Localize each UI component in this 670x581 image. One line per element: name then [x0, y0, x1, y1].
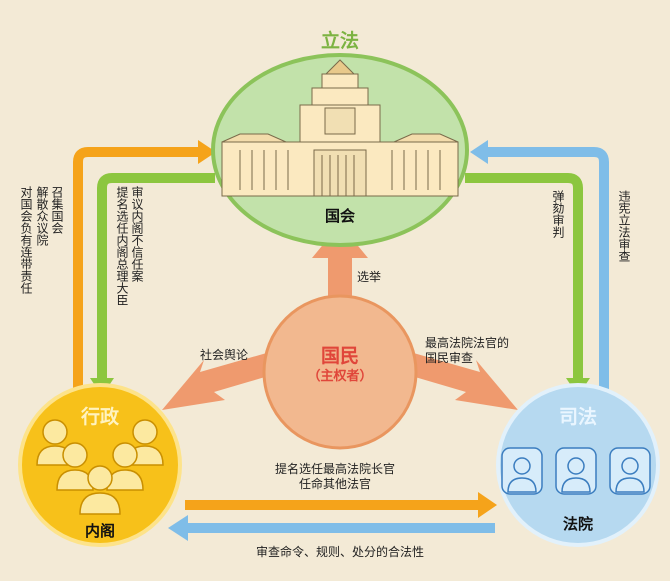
arrow-diet-to-court: [465, 173, 583, 380]
label-diet-to-cabinet-1: 审议内阁不信任案: [130, 186, 144, 282]
label-cabinet-to-court-1: 提名选任最高法院长官: [274, 462, 395, 476]
people-subtitle: （主权者）: [307, 369, 373, 384]
arrow-cabinet-to-diet: [73, 147, 200, 395]
label-people-to-cabinet: 社会舆论: [200, 348, 249, 362]
legislature-title: 立法: [320, 30, 359, 52]
label-diet-to-cabinet-2: 提名选任内阁总理大臣: [115, 186, 129, 306]
label-diet-to-court: 弹劾审判: [551, 190, 565, 238]
label-court-to-cabinet: 审查命令、规则、处分的合法性: [255, 545, 424, 559]
arrow-people-to-cabinet: [162, 352, 282, 410]
people-title: 国民: [320, 345, 359, 367]
executive-body: 内阁: [84, 522, 115, 540]
arrow-court-to-diet: [486, 147, 609, 395]
diet-building-icon: [221, 59, 459, 197]
judiciary-title: 司法: [558, 406, 597, 428]
label-cabinet-to-diet-1: 召集国会: [50, 186, 64, 234]
label-people-to-diet: 选举: [357, 270, 382, 284]
diet-building-windows: [239, 150, 441, 196]
arrow-people-to-court: [398, 352, 518, 410]
arrow-diet-to-cabinet: [97, 173, 215, 380]
arrowhead-cabinet-to-diet: [198, 140, 216, 164]
arrowhead-court-to-cabinet: [168, 515, 188, 541]
judges-icon: [501, 447, 651, 495]
people-circle: [262, 294, 418, 450]
judiciary-body: 法院: [562, 515, 593, 533]
label-court-to-diet: 违宪立法审查: [617, 190, 631, 262]
label-cabinet-responsibility: 对国会负有连带责任: [19, 186, 33, 294]
label-cabinet-to-diet-2: 解散众议院: [35, 186, 49, 246]
legislature-body: 国会: [324, 207, 355, 225]
label-cabinet-to-court-2: 任命其他法官: [298, 477, 371, 491]
cabinet-members-icon: [36, 419, 164, 515]
label-people-to-court-1: 最高法院法官的: [425, 336, 510, 350]
label-people-to-court-2: 国民审查: [425, 351, 474, 365]
arrowhead-court-to-diet: [470, 140, 488, 164]
arrowhead-cabinet-to-court: [478, 492, 497, 518]
executive-title: 行政: [80, 406, 119, 428]
